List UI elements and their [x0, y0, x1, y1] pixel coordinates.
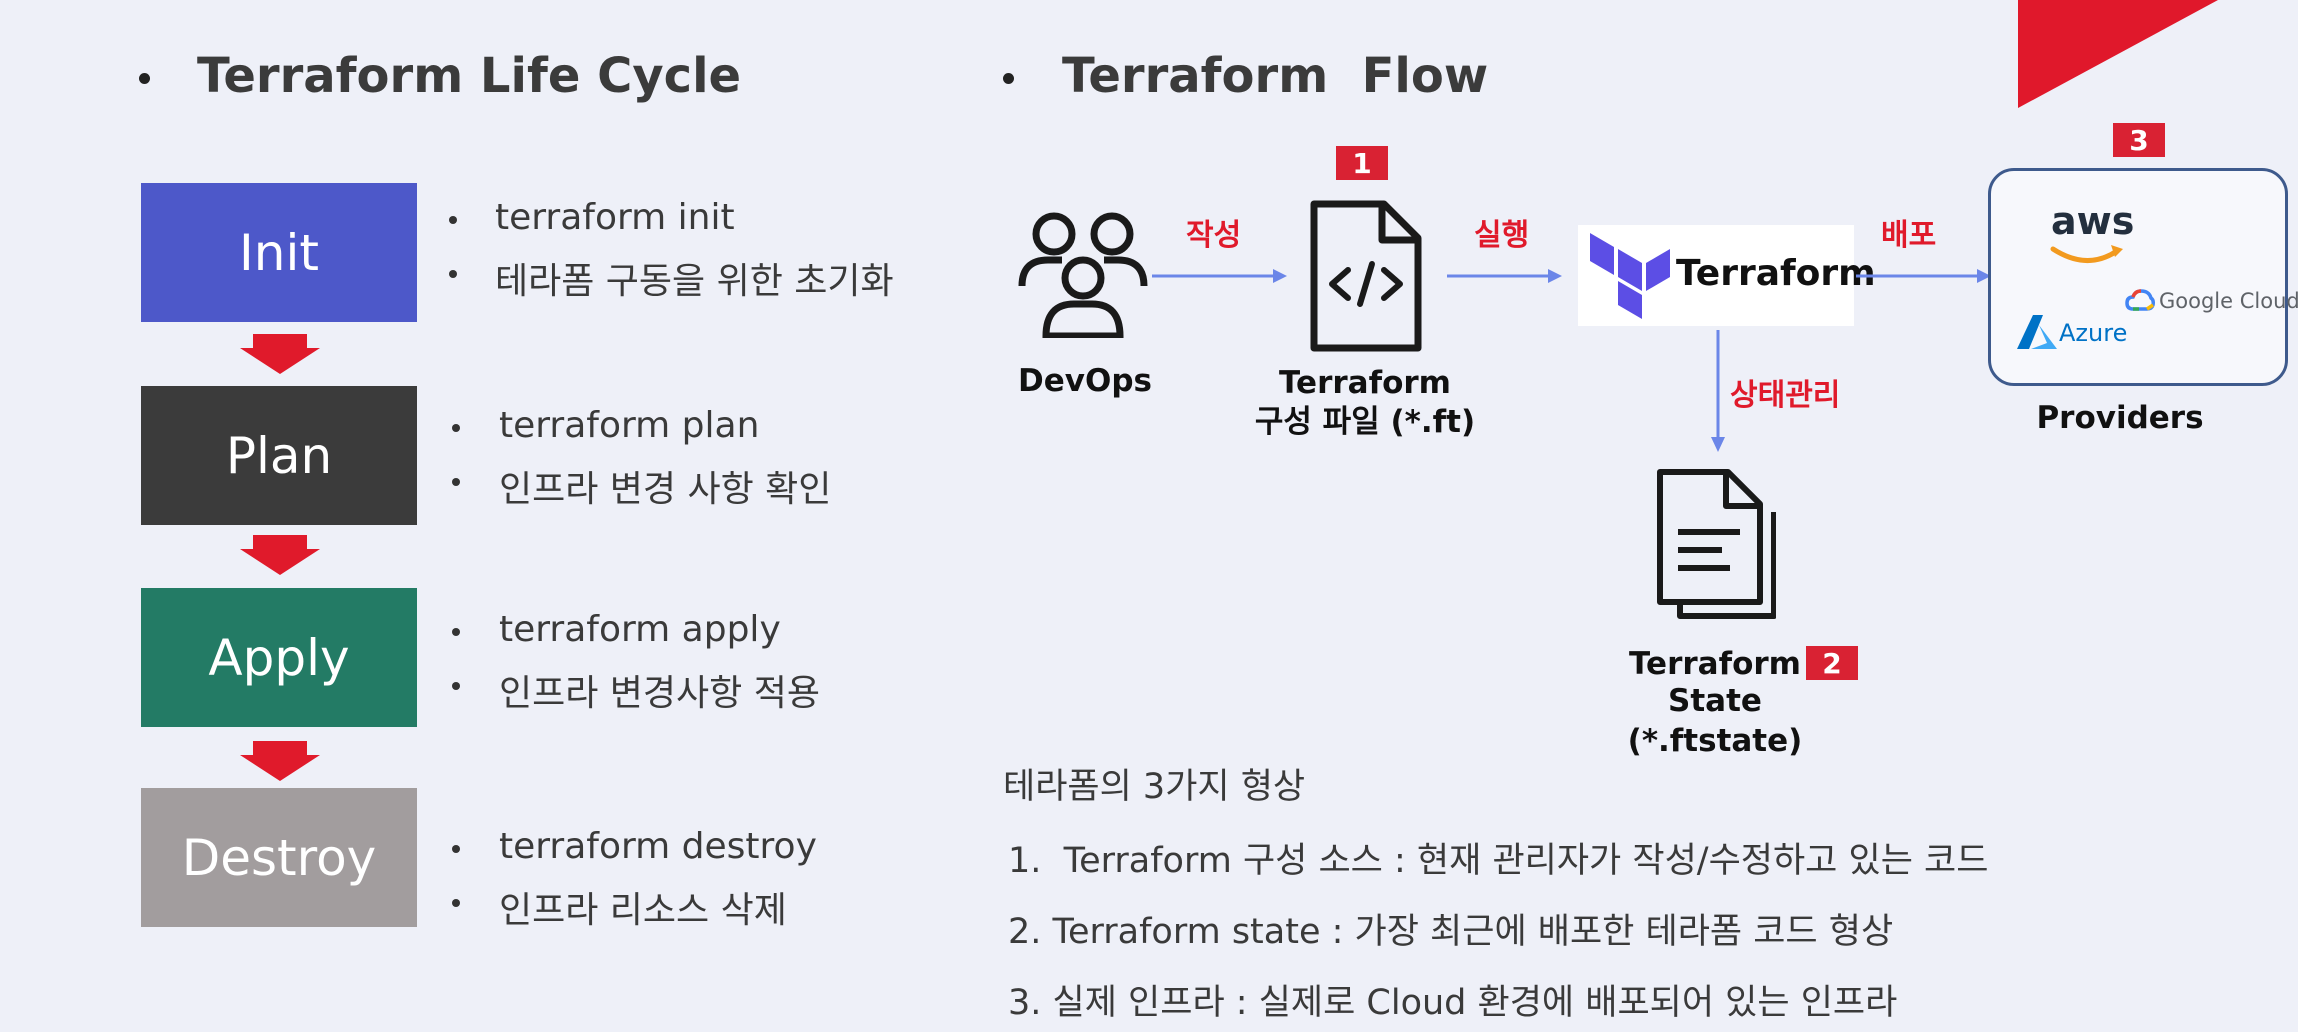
google-cloud-icon: [2125, 289, 2155, 311]
stage-apply: Apply: [141, 588, 417, 727]
azure-text: Azure: [2059, 319, 2128, 347]
providers-label: Providers: [2036, 400, 2204, 436]
bullet-dot: [449, 270, 457, 278]
list-item: 2. Terraform state : 가장 최근에 배포한 테라폼 코드 형…: [1008, 912, 1894, 952]
badge-2: 2: [1806, 646, 1858, 680]
arrow-right-icon: [1447, 269, 1562, 283]
terraform-logo-icon: [1590, 233, 1670, 319]
bullet-dot: [452, 682, 460, 690]
destroy-description: 인프라 리소스 삭제: [499, 890, 787, 931]
stage-destroy: Destroy: [141, 788, 417, 927]
plan-description: 인프라 변경 사항 확인: [499, 469, 832, 510]
stage-init: Init: [141, 183, 417, 322]
arrow-down-icon: [1711, 330, 1725, 452]
arrow-down-icon: [240, 334, 320, 374]
state-label-3: (*.ftstate): [1627, 723, 1803, 759]
badge-3: 3: [2113, 123, 2165, 157]
corner-triangle: [2018, 0, 2218, 108]
state-label-2: State: [1668, 683, 1762, 719]
code-file-icon: [1310, 200, 1422, 352]
arrow-right-icon: [1152, 269, 1287, 283]
edge-write-label: 작성: [1186, 218, 1242, 253]
edge-execute-label: 실행: [1474, 218, 1530, 253]
people-icon: [1018, 212, 1148, 338]
arrow-down-icon: [240, 741, 320, 781]
destroy-command: terraform destroy: [499, 826, 817, 867]
list-item: 1. Terraform 구성 소스 : 현재 관리자가 작성/수정하고 있는 …: [1008, 841, 1989, 881]
aws-smile-icon: [2050, 245, 2123, 263]
terraform-logo-text: Terraform: [1676, 253, 1876, 294]
badge-1: 1: [1336, 146, 1388, 180]
config-file-label-2: 구성 파일 (*.ft): [1254, 404, 1476, 440]
providers-box: aws Google Cloud Azure: [1988, 168, 2298, 386]
bullet-dot: [452, 899, 460, 907]
edge-deploy-label: 배포: [1881, 218, 1937, 253]
edge-state-mgmt-label: 상태관리: [1730, 378, 1841, 413]
lifecycle-heading: Terraform Life Cycle: [197, 48, 742, 104]
section-title: 테라폼의 3가지 형상: [1003, 767, 1306, 807]
aws-logo-text: aws: [2051, 199, 2135, 243]
init-command: terraform init: [495, 197, 735, 238]
heading-bullet: [139, 73, 150, 84]
arrow-right-icon: [1856, 269, 1991, 283]
plan-command: terraform plan: [499, 405, 760, 446]
bullet-dot: [452, 478, 460, 486]
azure-icon: [2017, 315, 2057, 349]
config-file-label-1: Terraform: [1279, 365, 1451, 401]
list-item: 3. 실제 인프라 : 실제로 Cloud 환경에 배포되어 있는 인프라: [1008, 983, 1898, 1023]
flow-heading: Terraform Flow: [1062, 48, 1489, 104]
documents-icon: [1657, 469, 1776, 619]
google-cloud-text: Google Cloud: [2159, 289, 2298, 313]
stage-plan-label: Plan: [225, 426, 333, 485]
state-label-1: Terraform: [1629, 646, 1801, 682]
heading-bullet: [1003, 73, 1014, 84]
bullet-dot: [449, 216, 457, 224]
devops-label: DevOps: [1018, 363, 1152, 399]
apply-command: terraform apply: [499, 609, 781, 650]
stage-plan: Plan: [141, 386, 417, 525]
stage-init-label: Init: [239, 223, 319, 282]
stage-destroy-label: Destroy: [181, 828, 377, 887]
bullet-dot: [452, 845, 460, 853]
init-description: 테라폼 구동을 위한 초기화: [495, 261, 894, 302]
terraform-logo-box: Terraform: [1578, 225, 1876, 326]
stage-apply-label: Apply: [208, 628, 350, 687]
apply-description: 인프라 변경사항 적용: [499, 673, 820, 714]
arrow-down-icon: [240, 535, 320, 575]
bullet-dot: [452, 424, 460, 432]
bullet-dot: [452, 628, 460, 636]
